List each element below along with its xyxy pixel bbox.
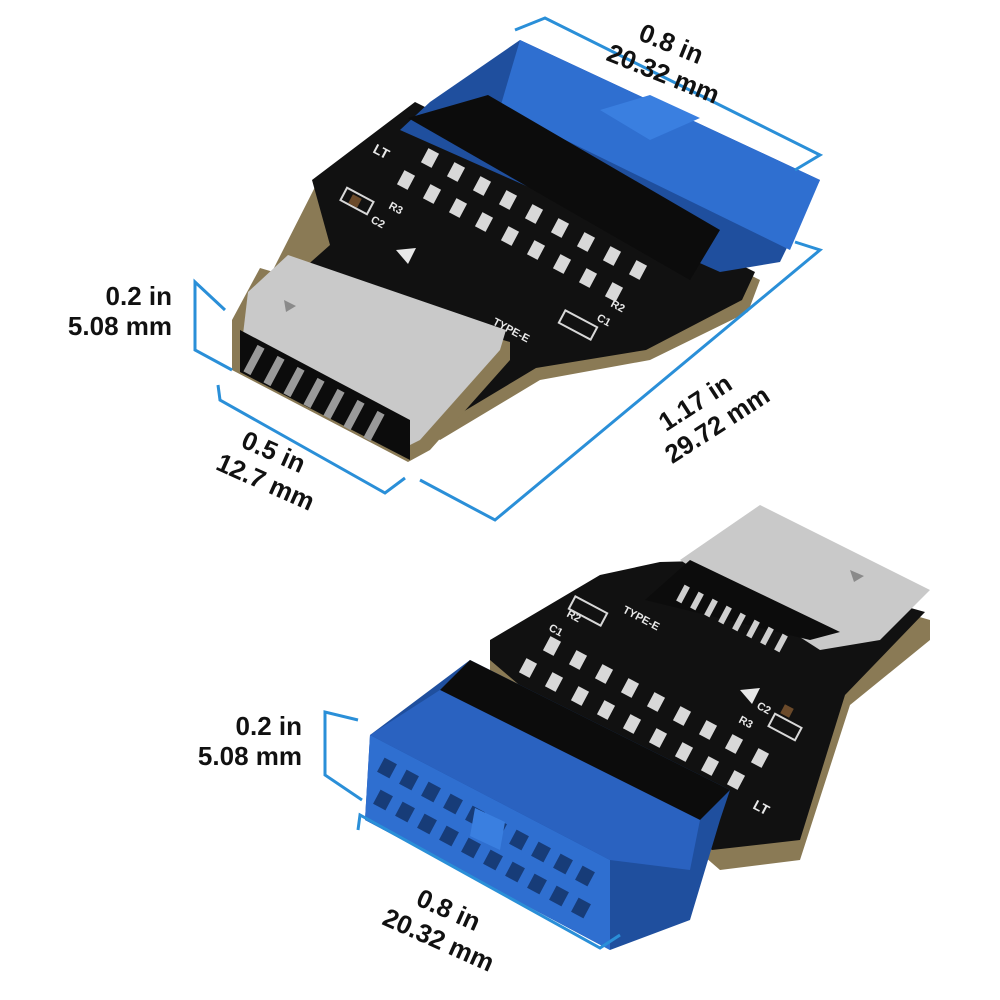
top-silk-c1: C1 <box>595 312 613 329</box>
top-silk-brand: LT <box>371 141 393 163</box>
top-pads <box>396 148 648 302</box>
bottom-pin1-arrow-icon <box>740 688 760 704</box>
bottom-silk-r3: R3 <box>737 714 755 731</box>
dim-line-top-plug-height <box>193 278 233 372</box>
bottom-smd-footprint <box>767 712 803 742</box>
top-plug-height-mm: 5.08 mm <box>68 311 172 341</box>
bottom-adapter: LT C2 R3 C1 R2 TYPE-E <box>365 505 930 950</box>
dim-line-bottom-header-height <box>323 710 363 802</box>
bottom-header-holes <box>373 757 595 919</box>
bottom-blue-header <box>365 660 730 950</box>
bottom-capacitor <box>780 704 794 718</box>
bottom-usb-c-plug <box>645 505 930 653</box>
bottom-silk-brand: LT <box>751 797 773 819</box>
top-silk-r3: R3 <box>387 200 405 217</box>
top-smd-pad-group <box>557 309 599 341</box>
top-pin1-arrow-icon <box>396 248 416 264</box>
bottom-smd-pad-group <box>567 595 609 627</box>
top-plug-height-inches: 0.2 in <box>106 281 172 311</box>
bottom-plug-arrow-icon <box>850 570 864 582</box>
bottom-header-height-mm: 5.08 mm <box>198 741 302 771</box>
bottom-pads <box>518 636 770 790</box>
bottom-header-height-inches: 0.2 in <box>236 711 302 741</box>
top-smd-footprint <box>339 186 375 216</box>
top-plug-arrow-icon <box>284 300 296 312</box>
bottom-silk-c1: C1 <box>547 622 565 639</box>
top-blue-header <box>400 40 820 280</box>
top-usb-c-plug <box>232 255 510 462</box>
top-capacitor <box>348 194 362 208</box>
bottom-silk-c2: C2 <box>755 700 773 717</box>
dim-line-bottom-header-width <box>356 812 621 950</box>
top-adapter: LT C2 R3 C1 R2 TYPE-E <box>232 40 820 462</box>
dim-line-top-width <box>514 16 824 172</box>
bottom-header-key <box>470 808 505 850</box>
dim-line-length <box>419 240 824 522</box>
top-silk-r2: R2 <box>609 298 627 315</box>
top-silk-c2: C2 <box>369 214 387 231</box>
dimension-lines <box>193 16 824 950</box>
dim-line-plug-width <box>216 384 406 495</box>
bottom-silk-r2: R2 <box>565 608 583 625</box>
